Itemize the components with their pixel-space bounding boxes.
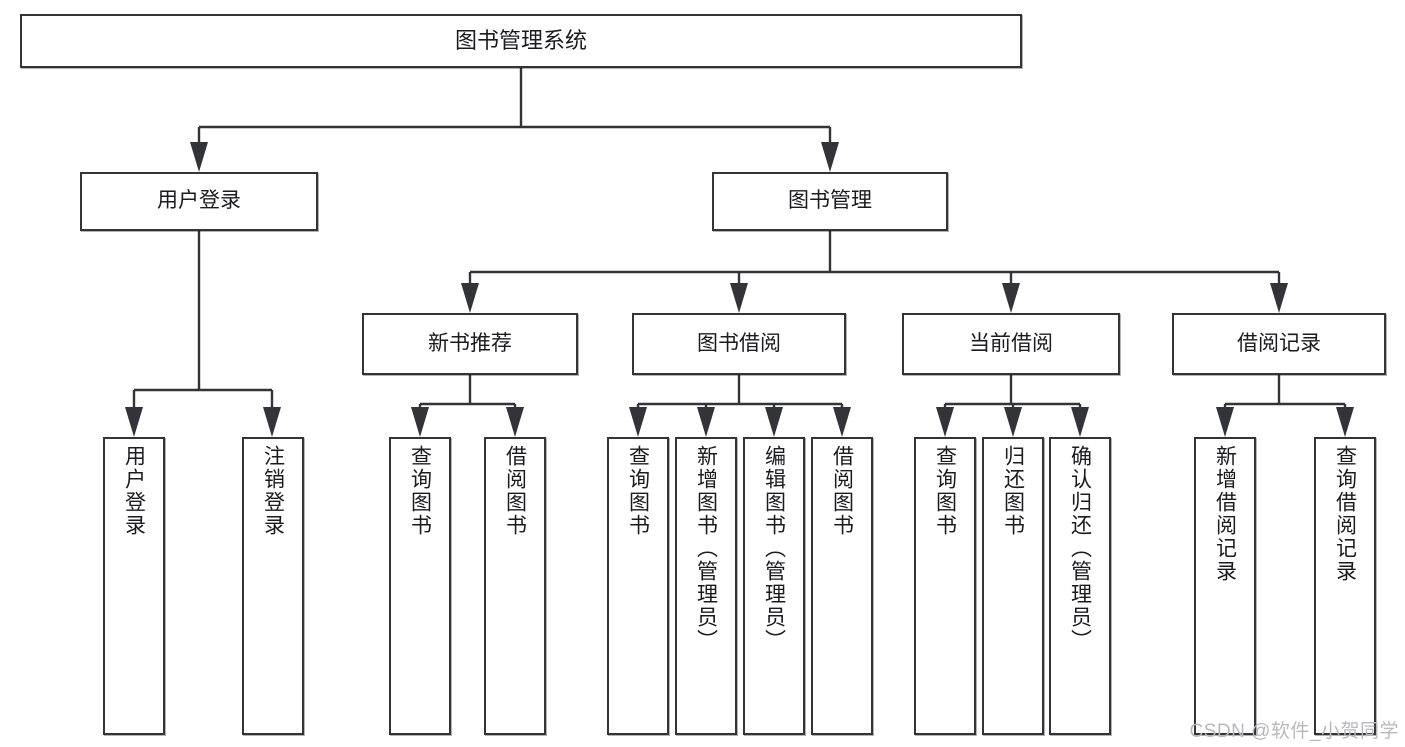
arrowhead-leaf-borrow-book-2 [833,407,851,437]
node-leaf-add-record-label: 新增借阅记录 [1213,445,1237,583]
arrowhead-leaf-query-book-2 [629,407,647,437]
node-new-book-recommend[interactable]: 新书推荐 [362,313,578,375]
node-leaf-query-book-3[interactable]: 查询图书 [914,437,976,735]
node-book-borrow[interactable]: 图书借阅 [632,313,846,375]
node-leaf-query-record-label: 查询借阅记录 [1333,445,1357,583]
arrowhead-leaf-query-book-3 [936,407,954,437]
node-borrow-record[interactable]: 借阅记录 [1172,313,1386,375]
node-user-login[interactable]: 用户登录 [80,172,318,231]
node-leaf-user-login[interactable]: 用户登录 [103,437,165,735]
node-leaf-borrow-book-1-label: 借阅图书 [503,445,527,537]
node-borrow-record-label: 借阅记录 [1237,331,1321,355]
node-leaf-return-book-label: 归还图书 [1001,445,1025,537]
arrowhead-user-login [190,142,208,172]
node-leaf-borrow-book-2-label: 借阅图书 [830,445,854,537]
node-leaf-query-book-2-label: 查询图书 [626,445,650,537]
node-leaf-borrow-book-1[interactable]: 借阅图书 [484,437,546,735]
node-leaf-borrow-book-2[interactable]: 借阅图书 [811,437,873,735]
arrowhead-leaf-user-login [125,407,143,437]
arrowhead-leaf-add-book [697,407,715,437]
node-leaf-user-login-label: 用户登录 [122,445,146,537]
node-leaf-confirm-return[interactable]: 确认归还（管理员） [1049,437,1111,735]
node-leaf-query-book-1[interactable]: 查询图书 [389,437,451,735]
arrowhead-leaf-query-book-1 [411,407,429,437]
node-current-borrow-label: 当前借阅 [969,331,1053,355]
node-current-borrow[interactable]: 当前借阅 [902,313,1120,375]
arrowhead-new-book-recommend [461,283,479,313]
arrowhead-leaf-query-record [1336,407,1354,437]
arrowhead-leaf-borrow-book-1 [506,407,524,437]
arrowhead-leaf-user-logout [263,407,281,437]
node-leaf-add-book-label: 新增图书（管理员） [694,445,718,652]
node-leaf-query-book-3-label: 查询图书 [933,445,957,537]
node-leaf-confirm-return-label: 确认归还（管理员） [1068,445,1092,652]
node-user-login-label: 用户登录 [157,189,241,213]
node-leaf-query-book-1-label: 查询图书 [408,445,432,537]
watermark: CSDN @软件_小贺同学 [1189,721,1399,742]
node-leaf-user-logout-label: 注销登录 [261,445,285,537]
node-new-book-recommend-label: 新书推荐 [428,331,512,355]
node-book-borrow-label: 图书借阅 [697,331,781,355]
arrowhead-leaf-add-record [1216,407,1234,437]
arrowhead-book-borrow [730,283,748,313]
arrowhead-book-manage [821,142,839,172]
arrowhead-leaf-confirm-return [1071,407,1089,437]
node-leaf-query-book-2[interactable]: 查询图书 [607,437,669,735]
arrowhead-current-borrow [1002,283,1020,313]
node-book-manage[interactable]: 图书管理 [712,172,948,231]
arrowhead-leaf-return-book [1004,407,1022,437]
node-leaf-edit-book-label: 编辑图书（管理员） [762,445,786,652]
node-book-manage-label: 图书管理 [788,189,872,213]
node-leaf-add-book[interactable]: 新增图书（管理员） [675,437,737,735]
node-leaf-add-record[interactable]: 新增借阅记录 [1194,437,1256,735]
node-leaf-query-record[interactable]: 查询借阅记录 [1314,437,1376,735]
node-root-label: 图书管理系统 [454,28,587,54]
node-leaf-return-book[interactable]: 归还图书 [982,437,1044,735]
arrowhead-leaf-edit-book [765,407,783,437]
node-root[interactable]: 图书管理系统 [20,14,1022,68]
arrowhead-borrow-record [1270,283,1288,313]
node-leaf-edit-book[interactable]: 编辑图书（管理员） [743,437,805,735]
node-leaf-user-logout[interactable]: 注销登录 [242,437,304,735]
